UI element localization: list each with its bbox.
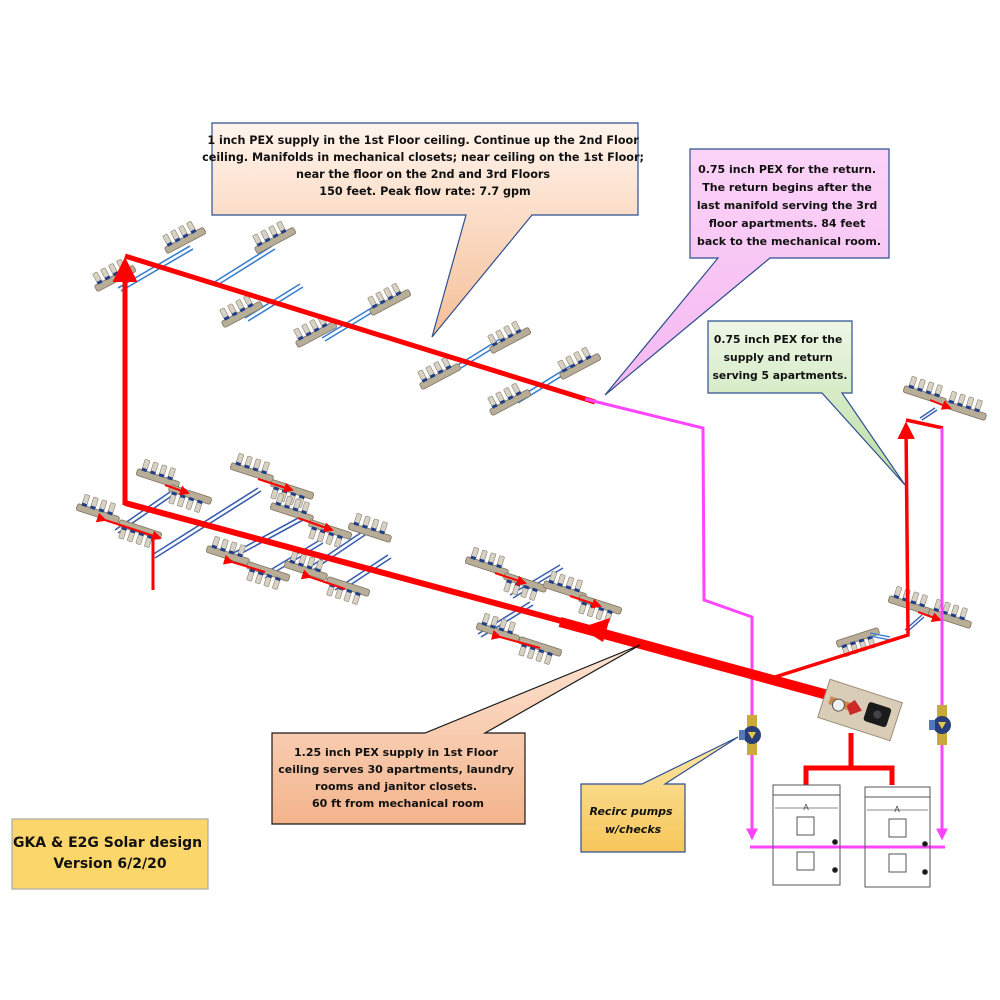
callout-line: 150 feet. Peak flow rate: 7.7 gpm — [319, 185, 530, 198]
manifold — [553, 342, 602, 381]
manifold — [75, 492, 124, 525]
callout-line: 1.25 inch PEX supply in 1st Floor — [294, 746, 499, 759]
recirc-pump-left — [739, 715, 761, 755]
mixing-valve — [817, 678, 903, 742]
callout-line: ceiling serves 30 apartments, laundry — [278, 763, 514, 776]
callout-line: 60 ft from mechanical room — [312, 797, 484, 810]
manifold — [475, 611, 524, 644]
callout-return-075in: 0.75 inch PEX for the return. The return… — [604, 148, 890, 396]
manifold — [483, 378, 532, 417]
svg-text:A: A — [803, 803, 809, 812]
manifold — [347, 511, 396, 544]
title-line: GKA & E2G Solar design — [13, 835, 202, 851]
manifold — [229, 451, 278, 484]
manifold — [322, 575, 371, 608]
callout-line: back to the mechanical room. — [697, 235, 881, 248]
manifold — [242, 560, 291, 593]
svg-text:A: A — [894, 805, 900, 814]
callout-line: ceiling. Manifolds in mechanical closets… — [202, 151, 644, 164]
manifold — [158, 216, 207, 255]
upper-manifolds — [88, 216, 602, 417]
callout-line: supply and return — [724, 351, 833, 364]
callout-line: floor apartments. 84 feet — [709, 217, 866, 230]
lower-flow-arrows — [95, 478, 602, 649]
manifold — [942, 389, 991, 422]
right-riser — [774, 374, 991, 841]
callout-supply-1in: 1 inch PEX supply in the 1st Floor ceili… — [202, 122, 648, 338]
manifold — [135, 457, 184, 490]
supply-pipe-125in — [124, 500, 837, 702]
return-pipe-075in — [584, 397, 758, 841]
manifold — [902, 374, 951, 407]
callout-supply-return-075in: 0.75 inch PEX for the supply and return … — [707, 320, 906, 486]
manifold — [483, 316, 532, 355]
svg-text:1 inch PEX supply in the 1st: 1 inch PEX supply in the 1st Floor ceili… — [202, 134, 648, 198]
manifold — [164, 483, 213, 516]
manifold — [464, 545, 513, 578]
callout-line: last manifold serving the 3rd — [697, 199, 877, 212]
callout-line: Recirc pumps — [590, 805, 673, 818]
manifold — [927, 597, 976, 630]
flow-direction-arrow — [580, 618, 610, 642]
callout-recirc-pumps: Recirc pumps w/checks — [580, 736, 739, 853]
svg-text:0.75 inch PEX for the s: 0.75 inch PEX for the supply and return … — [713, 333, 848, 382]
svg-text:GKA & E2G Solar design V: GKA & E2G Solar design Version 6/2/20 — [13, 835, 207, 872]
callout-line: near the floor on the 2nd and 3rd Floors — [296, 168, 550, 181]
manifold — [248, 216, 297, 255]
manifold — [363, 278, 412, 317]
lower-manifolds — [75, 451, 623, 668]
svg-text:1.25 inch PEX supply in 1st Fl: 1.25 inch PEX supply in 1st Floor ceilin… — [278, 746, 518, 810]
callout-line: 0.75 inch PEX for the return. — [698, 163, 876, 176]
recirc-pump-right — [929, 705, 951, 745]
callout-line: The return begins after the — [702, 181, 872, 194]
manifold — [114, 518, 163, 551]
supply-pipe-1in — [112, 253, 596, 505]
manifold — [835, 626, 884, 659]
title-box: GKA & E2G Solar design Version 6/2/20 — [11, 818, 209, 890]
callout-line: 0.75 inch PEX for the — [714, 333, 842, 346]
manifold — [887, 584, 936, 617]
callout-line: 1 inch PEX supply in the 1st Floor ceili… — [207, 134, 639, 147]
svg-text:Recirc pumps w/checks: Recirc pumps w/checks — [590, 805, 677, 836]
callout-line: serving 5 apartments. — [713, 369, 848, 382]
manifold — [514, 635, 563, 668]
heater-supply-pipe — [803, 733, 895, 785]
callout-line: w/checks — [605, 823, 662, 836]
version-line: Version 6/2/20 — [53, 856, 167, 872]
callout-supply-125in: 1.25 inch PEX supply in 1st Floor ceilin… — [271, 644, 641, 825]
water-heater-right: A — [864, 786, 931, 888]
callout-line: rooms and janitor closets. — [315, 780, 477, 793]
water-heater-left: A — [772, 784, 841, 886]
svg-text:0.75 inch PEX for the return.: 0.75 inch PEX for the return. The return… — [697, 163, 881, 248]
